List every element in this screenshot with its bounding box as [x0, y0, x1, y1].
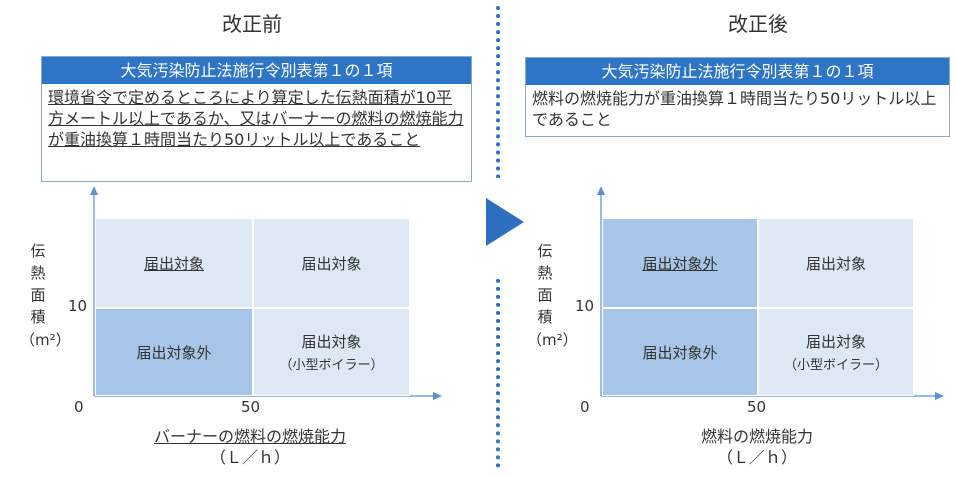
- before-box-header: 大気汚染防止法施行令別表第１の１項: [42, 57, 471, 84]
- after-y-label: 伝 熱 面 積: [535, 240, 555, 328]
- after-x-label-unit: （Ｌ／ｈ）: [716, 448, 797, 467]
- after-cell-bottom-right: 届出対象 （小型ボイラー）: [758, 308, 914, 396]
- after-title: 改正後: [728, 12, 788, 36]
- before-cell-top-left-label: 届出対象: [143, 254, 204, 273]
- transition-arrow-icon: [486, 198, 524, 246]
- before-regulation-box: 大気汚染防止法施行令別表第１の１項 環境省令で定めるところにより算定した伝熱面積…: [41, 56, 472, 182]
- after-cell-top-right-label: 届出対象: [805, 254, 866, 273]
- after-y-label-char: 伝: [537, 242, 553, 260]
- before-cell-bottom-right-label: 届出対象: [301, 333, 362, 351]
- before-title: 改正前: [222, 12, 282, 36]
- after-cell-top-right: 届出対象: [758, 218, 914, 308]
- after-box-header: 大気汚染防止法施行令別表第１の１項: [526, 58, 949, 85]
- after-cell-bottom-left-label: 届出対象外: [642, 343, 718, 362]
- before-x-label: バーナーの燃料の燃焼能力: [153, 427, 346, 446]
- after-y-label-char: 面: [537, 286, 553, 304]
- before-cell-bottom-left-label: 届出対象外: [136, 343, 212, 362]
- after-cell-bottom-right-sub: （小型ボイラー）: [783, 358, 888, 373]
- after-y-label-unit: （m²）: [527, 331, 578, 349]
- before-y-label: 伝 熱 面 積: [28, 240, 48, 328]
- before-y-label-char: 面: [30, 286, 46, 304]
- before-cell-bottom-right-sub: （小型ボイラー）: [279, 358, 384, 373]
- before-y-label-char: 熱: [30, 264, 46, 282]
- before-y-label-unit: （m²）: [20, 331, 71, 349]
- after-x-label: 燃料の燃焼能力: [700, 427, 813, 446]
- after-cell-bottom-left: 届出対象外: [602, 308, 758, 396]
- before-y-label-char: 積: [30, 308, 46, 326]
- before-x-tick: 50: [241, 398, 261, 416]
- before-cell-top-right: 届出対象: [253, 218, 410, 308]
- after-cell-top-left: 届出対象外: [602, 218, 758, 308]
- before-origin: 0: [74, 398, 84, 416]
- before-box-text: 環境省令で定めるところにより算定した伝熱面積が10平方メートル以上であるか、又は…: [48, 88, 464, 149]
- after-x-tick: 50: [747, 398, 767, 416]
- after-cell-top-left-label: 届出対象外: [642, 254, 718, 273]
- after-y-label-char: 熱: [537, 264, 553, 282]
- before-y-label-char: 伝: [30, 242, 46, 260]
- after-y-label-char: 積: [537, 308, 553, 326]
- after-origin: 0: [580, 398, 590, 416]
- before-cell-top-right-label: 届出対象: [301, 254, 362, 273]
- after-regulation-box: 大気汚染防止法施行令別表第１の１項 燃料の燃焼能力が重油換算１時間当たり50リッ…: [525, 57, 950, 137]
- before-y-tick: 10: [68, 297, 88, 315]
- before-x-label-unit: （Ｌ／ｈ）: [209, 448, 290, 467]
- after-cell-bottom-right-label: 届出対象: [805, 333, 866, 351]
- before-cell-bottom-left: 届出対象外: [95, 308, 253, 396]
- after-y-tick: 10: [575, 297, 595, 315]
- before-cell-top-left: 届出対象: [95, 218, 253, 308]
- after-box-text: 燃料の燃焼能力が重油換算１時間当たり50リットル以上であること: [532, 89, 937, 129]
- before-cell-bottom-right: 届出対象 （小型ボイラー）: [253, 308, 410, 396]
